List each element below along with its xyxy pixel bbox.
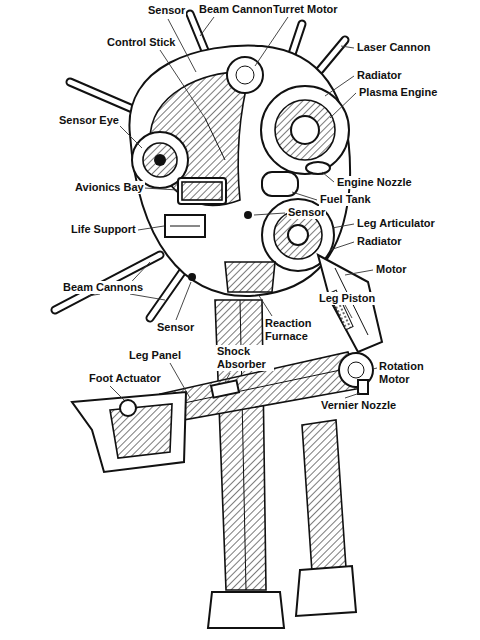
part-label: Leg Piston bbox=[318, 292, 376, 305]
part-label: Foot Actuator bbox=[88, 372, 162, 385]
body-shell bbox=[129, 46, 350, 296]
rear-leg bbox=[302, 420, 346, 572]
part-label: Shock Absorber bbox=[216, 345, 274, 371]
part-label: Fuel Tank bbox=[319, 193, 372, 206]
engine-nozzle bbox=[306, 162, 330, 174]
part-label: Sensor bbox=[156, 321, 195, 334]
far-leg bbox=[215, 300, 266, 590]
far-foot bbox=[208, 592, 284, 628]
part-label: Engine Nozzle bbox=[336, 176, 413, 189]
plasma-engine bbox=[261, 86, 349, 174]
avionics-bay bbox=[178, 178, 226, 204]
thigh bbox=[318, 255, 382, 352]
part-label: Avionics Bay bbox=[74, 181, 145, 194]
part-label: Sensor bbox=[147, 4, 186, 17]
part-label: Plasma Engine bbox=[358, 86, 438, 99]
foot bbox=[72, 392, 186, 472]
part-label: Sensor Eye bbox=[58, 114, 120, 127]
part-label: Control Stick bbox=[106, 36, 176, 49]
part-label: Turret Motor bbox=[272, 3, 339, 16]
part-label: Sensor bbox=[287, 206, 326, 219]
reaction-furnace bbox=[225, 262, 275, 292]
part-label: Rotation Motor bbox=[378, 360, 440, 386]
vernier-nozzle bbox=[358, 380, 368, 394]
foot-actuator bbox=[120, 400, 136, 416]
part-label: Beam Cannons bbox=[62, 281, 144, 294]
part-label: Leg Articulator bbox=[356, 217, 436, 230]
part-label: Vernier Nozzle bbox=[320, 399, 397, 412]
part-label: Laser Cannon bbox=[356, 41, 431, 54]
part-label: Radiator bbox=[356, 69, 403, 82]
rear-foot bbox=[296, 566, 356, 616]
life-support bbox=[165, 215, 205, 237]
part-label: Motor bbox=[375, 263, 408, 276]
part-label: Reaction Furnace bbox=[264, 317, 316, 343]
part-label: Leg Panel bbox=[128, 349, 182, 362]
part-label: Radiator bbox=[356, 235, 403, 248]
part-label: Beam Cannon bbox=[198, 3, 274, 16]
part-label: Life Support bbox=[70, 223, 137, 236]
